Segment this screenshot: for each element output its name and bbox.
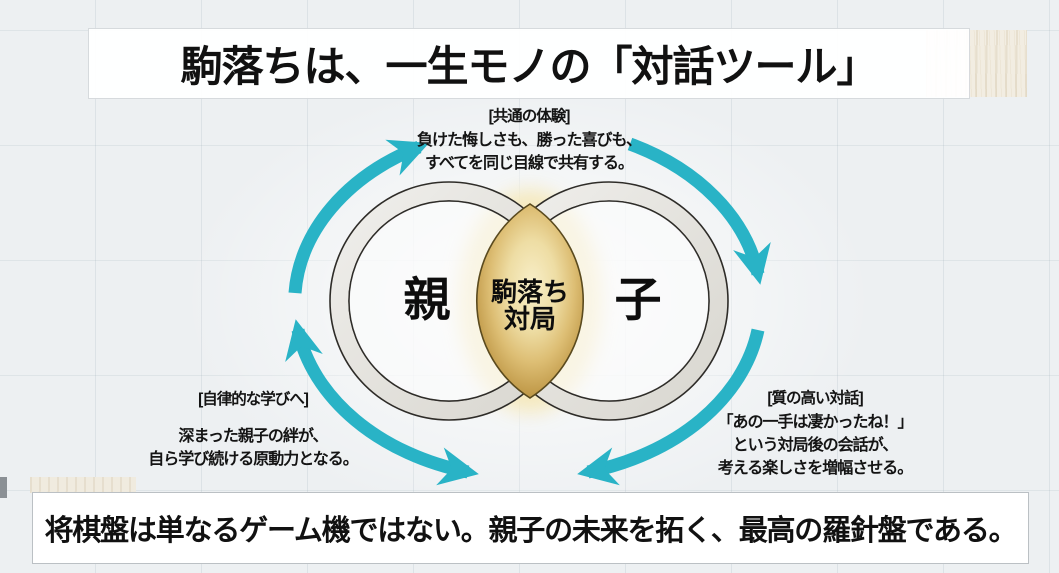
title-banner: 駒落ちは、一生モノの「対話ツール」	[88, 28, 970, 99]
annotation-line: すべてを同じ目線で共有する。	[425, 155, 634, 173]
footer-statement: 将棋盤は単なるゲーム機ではない。親子の未来を拓く、最高の羅針盤である。	[44, 515, 1018, 547]
parent-circle-label: 親	[403, 273, 451, 326]
wood-texture-patch-bottom-left	[30, 477, 136, 493]
page-title: 駒落ちは、一生モノの「対話ツール」	[180, 43, 878, 90]
annotation-heading: [自律的な学びへ]	[198, 391, 309, 408]
cycle-arrow-top-to-right	[627, 137, 771, 285]
cycle-arrow-bottom-left-bidirectional	[285, 319, 479, 486]
overlap-label: 駒落ち 対局	[460, 279, 600, 333]
desk-edge-shadow	[0, 477, 7, 498]
annotation-line: 自ら学び続ける原動力となる。	[148, 451, 359, 469]
child-circle-label: 子	[614, 273, 662, 326]
annotation-line: という対局後の会話が、	[732, 437, 899, 455]
overlap-label-line1: 駒落ち	[490, 277, 569, 307]
overlap-label-line2: 対局	[503, 304, 556, 334]
footer-banner: 将棋盤は単なるゲーム機ではない。親子の未来を拓く、最高の羅針盤である。	[32, 492, 1029, 564]
annotation-line: 深まった親子の絆が、	[178, 428, 328, 445]
cycle-arrow-left-to-top	[288, 139, 430, 294]
annotation-heading: [質の高い対話]	[767, 390, 863, 407]
annotation-heading: [共通の体験]	[488, 108, 571, 125]
annotation-line: 「あの一手は凄かったね！」	[717, 414, 913, 431]
cycle-arrow-right-to-bottom	[577, 328, 765, 486]
annotation-line: 考える楽しさを増幅させる。	[717, 460, 914, 478]
overlap-lens	[475, 203, 585, 399]
annotation-autonomous-learning: [自律的な学びへ] 深まった親子の絆が、 自ら学び続ける原動力となる。	[103, 387, 403, 471]
annotation-shared-experience: [共通の体験] 負けた悔しさも、勝った喜びも、 すべてを同じ目線で共有する。	[379, 104, 679, 175]
annotation-quality-dialogue: [質の高い対話] 「あの一手は凄かったね！」 という対局後の会話が、 考える楽し…	[665, 386, 965, 481]
annotation-line: 負けた悔しさも、勝った喜びも、	[416, 132, 642, 149]
